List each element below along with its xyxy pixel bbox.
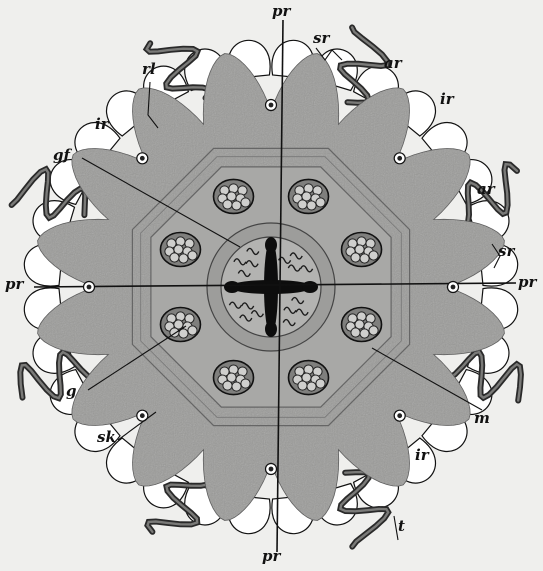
gonad bbox=[342, 232, 382, 266]
rhopalium-core bbox=[397, 413, 402, 418]
gonad-egg bbox=[232, 201, 241, 210]
label-m: m bbox=[474, 411, 490, 426]
gonad-egg bbox=[170, 253, 179, 262]
rhopalium-core bbox=[269, 103, 274, 108]
gonad bbox=[213, 361, 253, 395]
gonad-egg bbox=[298, 200, 307, 209]
label-t: t bbox=[398, 519, 405, 534]
rhopalium-core bbox=[140, 413, 145, 418]
gonad-egg bbox=[241, 379, 250, 388]
label-sr-top: sr bbox=[313, 31, 329, 46]
gonad bbox=[213, 179, 253, 213]
gonad-egg bbox=[232, 382, 241, 391]
label-pr-top: pr bbox=[272, 4, 290, 19]
gonad-egg bbox=[307, 201, 316, 210]
label-ar-top: ar bbox=[384, 56, 402, 71]
gonad bbox=[160, 308, 200, 342]
gonad bbox=[289, 361, 329, 395]
gonad-egg bbox=[188, 251, 197, 260]
gonad-egg bbox=[369, 326, 378, 335]
label-sk: sk bbox=[97, 430, 116, 445]
rhopalium-core bbox=[397, 156, 402, 161]
label-g: g bbox=[66, 384, 77, 399]
gonad bbox=[342, 308, 382, 342]
label-ir-upper-left: ir bbox=[95, 117, 109, 132]
gonad-egg bbox=[179, 254, 188, 263]
label-pr-bottom: pr bbox=[262, 549, 280, 564]
gonad-egg bbox=[307, 382, 316, 391]
label-ir-upper-right: ir bbox=[440, 92, 454, 107]
label-pr-right: pr bbox=[518, 275, 536, 290]
gonad-egg bbox=[188, 326, 197, 335]
gonad-egg bbox=[223, 200, 232, 209]
label-gf: gf bbox=[53, 148, 70, 163]
gonad-egg bbox=[351, 328, 360, 337]
label-ar-right: ar bbox=[477, 182, 495, 197]
gonad bbox=[289, 179, 329, 213]
gonad-egg bbox=[316, 198, 325, 207]
rhopalium-core bbox=[451, 285, 456, 290]
label-sr-right: sr bbox=[498, 244, 514, 259]
gonad-egg bbox=[369, 251, 378, 260]
gonad-egg bbox=[360, 254, 369, 263]
label-rl: rl bbox=[142, 62, 156, 77]
rhopalium-core bbox=[87, 285, 92, 290]
gonad-egg bbox=[360, 329, 369, 338]
gonad-egg bbox=[223, 381, 232, 390]
rhopalium-core bbox=[269, 467, 274, 472]
gonad-egg bbox=[351, 253, 360, 262]
gonad-egg bbox=[241, 198, 250, 207]
label-pr-left: pr bbox=[5, 277, 23, 292]
gonad bbox=[160, 232, 200, 266]
rhopalium-core bbox=[140, 156, 145, 161]
gonad-egg bbox=[316, 379, 325, 388]
gonad-egg bbox=[298, 381, 307, 390]
label-ir-lower-right: ir bbox=[415, 448, 429, 463]
